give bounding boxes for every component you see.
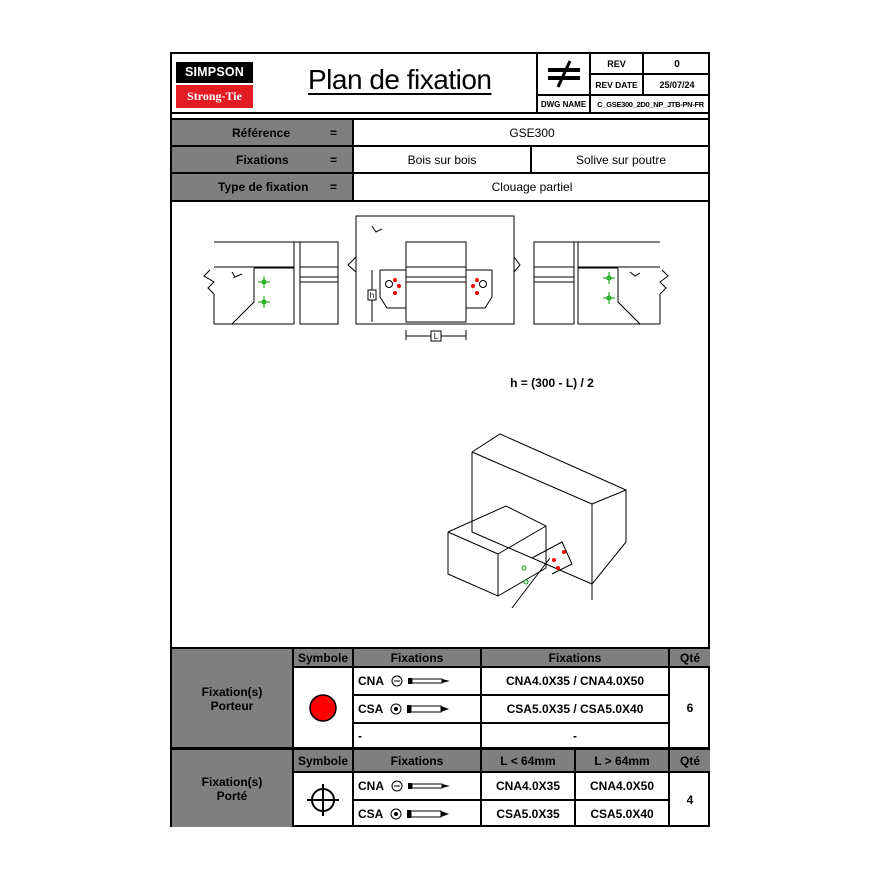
col-fixations-3: Fixations	[354, 750, 480, 771]
nail-icon	[391, 780, 450, 792]
col-symbole: Symbole	[294, 649, 352, 666]
left-side-view	[203, 241, 339, 325]
porteur-row-empty: -	[358, 728, 362, 743]
col-qte-2: Qté	[670, 750, 710, 771]
type-fixation-value: Clouage partiel	[491, 180, 573, 194]
col-fixations: Fixations	[354, 649, 480, 666]
rev-date-value: 25/07/24	[659, 79, 695, 90]
porteur-label: Fixation(s)Porteur	[172, 649, 292, 749]
porte-cna-lt: CNA4.0X35	[495, 779, 561, 793]
rev-date-label: REV DATE	[595, 79, 638, 90]
dwg-name-label: DWG NAME	[540, 99, 587, 109]
porteur-qte: 6	[686, 700, 694, 715]
technical-drawing: h L h = (300 - L) / 2	[203, 215, 669, 609]
porteur-symbol	[294, 668, 352, 747]
reference-value: GSE300	[509, 125, 555, 140]
drawing-sheet: SIMPSON Strong-Tie Plan de fixation REV …	[170, 52, 710, 827]
screw-icon	[390, 808, 450, 820]
front-view	[347, 215, 521, 342]
porteur-row-csa-value: CSA5.0X35 / CSA5.0X40	[506, 702, 644, 716]
porte-symbol	[294, 773, 352, 827]
not-equal-icon	[538, 54, 589, 94]
page-title: Plan de fixation	[308, 64, 492, 95]
fixations-value-1: Bois sur bois	[407, 152, 477, 167]
screw-icon	[390, 703, 450, 715]
porteur-row-csa: CSA	[354, 696, 480, 722]
porte-row-cna: CNA	[354, 773, 480, 799]
reference-label: Référence=	[172, 120, 352, 145]
type-fixation-label: Type de fixation=	[172, 174, 352, 200]
col-l-less: L < 64mm	[482, 750, 574, 771]
isometric-view	[447, 433, 627, 609]
porte-csa-lt: CSA5.0X35	[496, 807, 560, 821]
porteur-row-cna-value: CNA4.0X35 / CNA4.0X50	[505, 674, 645, 688]
porte-row-csa: CSA	[354, 801, 480, 827]
porte-cna-gt: CNA4.0X50	[589, 779, 655, 793]
strong-tie-logo: Strong-Tie	[176, 85, 253, 108]
porteur-row-cna: CNA	[354, 668, 480, 694]
right-side-view	[533, 241, 669, 325]
porte-csa-gt: CSA5.0X40	[590, 807, 654, 821]
porte-label: Fixation(s)Porté	[172, 750, 292, 827]
col-fixations-2: Fixations	[482, 649, 668, 666]
col-qte: Qté	[670, 649, 710, 666]
formula: h = (300 - L) / 2	[510, 376, 594, 390]
fixations-value-2: Solive sur poutre	[575, 152, 667, 167]
col-symbole-2: Symbole	[294, 750, 352, 771]
dim-l-label: L	[434, 332, 439, 341]
simpson-logo: SIMPSON	[176, 62, 253, 83]
col-l-greater: L > 64mm	[576, 750, 668, 771]
dwg-name-value: C_GSE300_2D0_NP_JTB-PN-FR	[597, 99, 704, 109]
porte-qte: 4	[686, 793, 694, 807]
nail-icon	[391, 675, 450, 687]
rev-value: 0	[674, 58, 680, 70]
dim-h-label: h	[370, 291, 374, 300]
porteur-row-empty-value: -	[573, 728, 577, 743]
rev-label: REV	[607, 59, 626, 69]
fixations-label: Fixations=	[172, 147, 352, 172]
